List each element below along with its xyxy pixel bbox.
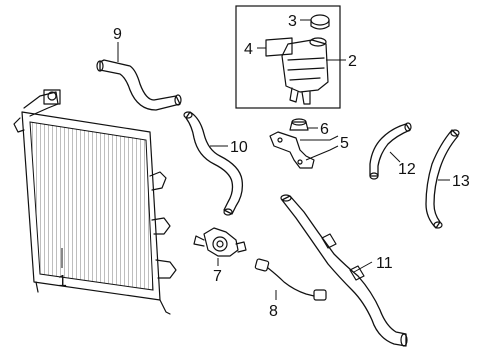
hose-9: 9 bbox=[96, 26, 182, 111]
hose-11: 11 bbox=[280, 194, 408, 347]
reservoir-box bbox=[235, 5, 341, 109]
callout-13: 13 bbox=[452, 173, 470, 190]
wire-harness: 8 bbox=[254, 258, 327, 320]
water-pump: 7 bbox=[193, 227, 247, 285]
callout-6: 6 bbox=[320, 121, 329, 138]
bracket-group: 6 5 bbox=[269, 118, 349, 169]
callout-7: 7 bbox=[213, 268, 222, 285]
callout-8: 8 bbox=[269, 303, 278, 320]
callout-3: 3 bbox=[288, 13, 297, 30]
callout-5: 5 bbox=[340, 135, 349, 152]
hose-10: 10 bbox=[183, 111, 248, 216]
callout-10: 10 bbox=[230, 139, 248, 156]
radiator: 1 bbox=[13, 89, 177, 315]
reservoir-group: 3 4 2 bbox=[235, 5, 357, 109]
callout-9: 9 bbox=[113, 26, 122, 43]
hose-13: 13 bbox=[425, 129, 470, 229]
callout-12: 12 bbox=[398, 161, 416, 178]
hose-12: 12 bbox=[369, 122, 416, 180]
callout-1: 1 bbox=[58, 273, 67, 290]
callout-2: 2 bbox=[348, 53, 357, 70]
callout-4: 4 bbox=[244, 41, 253, 58]
callout-11: 11 bbox=[376, 255, 393, 272]
